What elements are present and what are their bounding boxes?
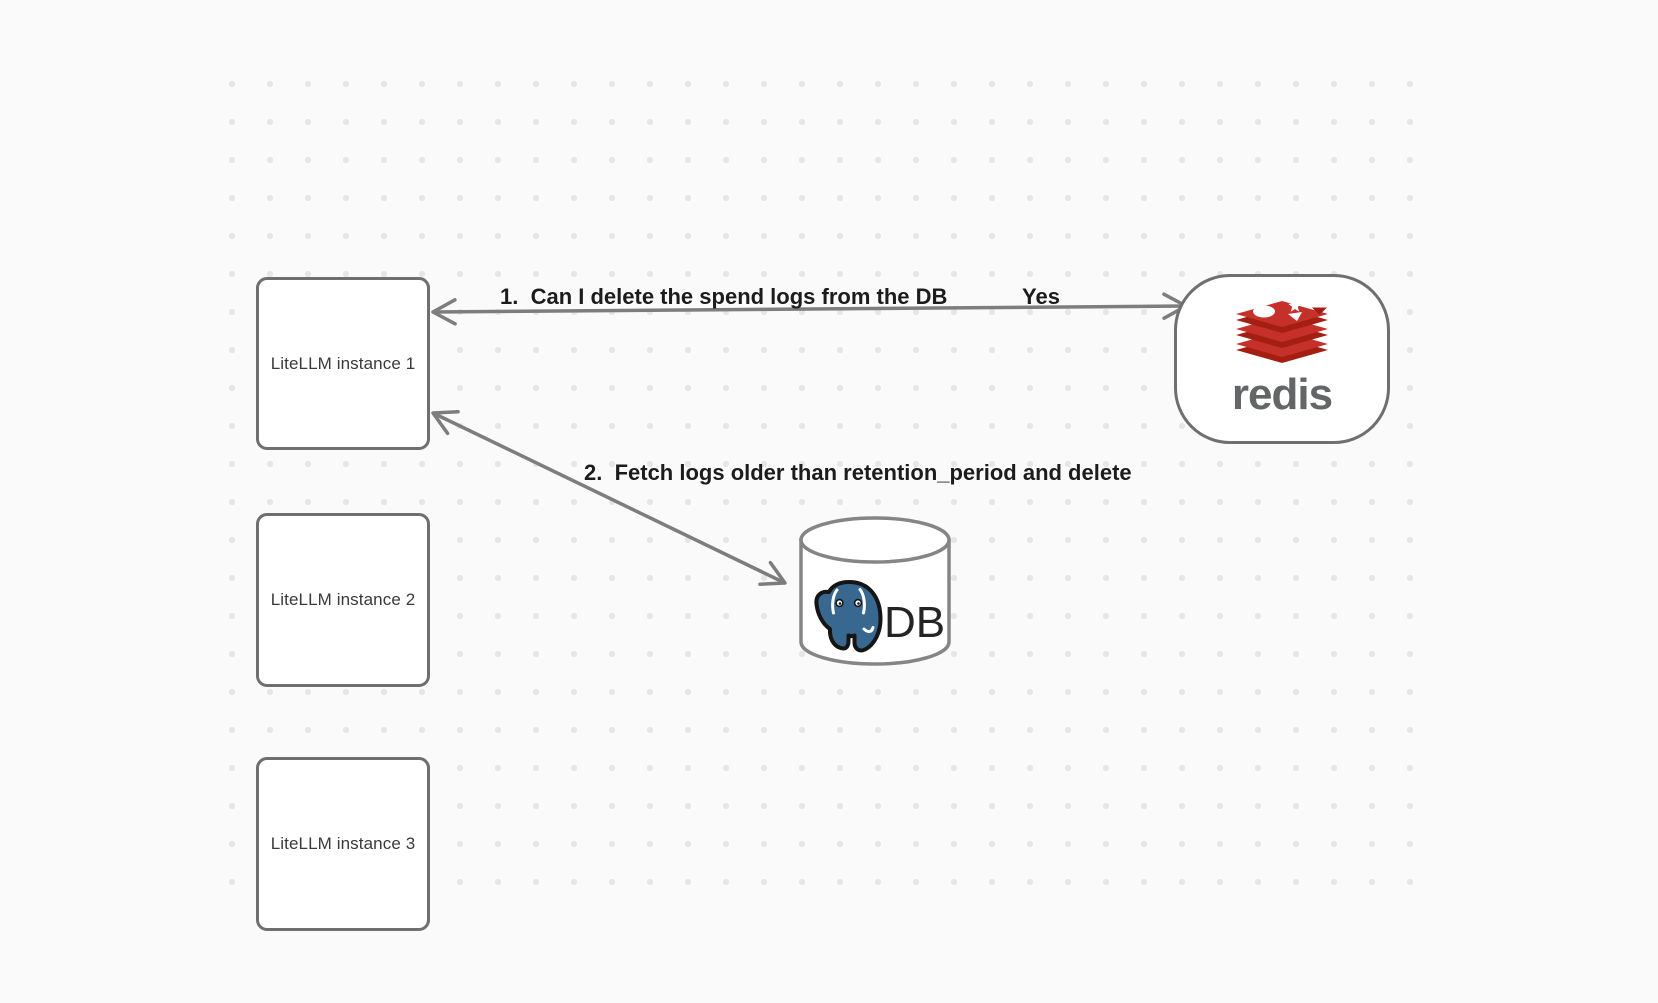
redis-logo-icon [1236, 301, 1328, 363]
database-label: DB [884, 598, 946, 647]
node-litellm-instance-1[interactable]: LiteLLM instance 1 [256, 277, 430, 450]
node-label: LiteLLM instance 3 [270, 834, 416, 853]
arrow-2-label[interactable]: 2. Fetch logs older than retention_perio… [584, 460, 1132, 485]
arrow-1-response-label[interactable]: Yes [1022, 284, 1060, 309]
node-litellm-instance-3[interactable]: LiteLLM instance 3 [256, 757, 430, 931]
node-redis[interactable]: redis [1174, 274, 1390, 444]
node-label: LiteLLM instance 2 [270, 590, 416, 609]
arrow-instance1-redis[interactable] [431, 292, 1188, 326]
arrow-instance1-db[interactable] [431, 410, 787, 586]
postgresql-logo-icon [814, 580, 883, 653]
arrow-1-label[interactable]: 1. Can I delete the spend logs from the … [500, 284, 948, 309]
node-litellm-instance-2[interactable]: LiteLLM instance 2 [256, 513, 430, 687]
redis-wordmark: redis [1231, 370, 1333, 419]
node-label: LiteLLM instance 1 [270, 353, 416, 373]
